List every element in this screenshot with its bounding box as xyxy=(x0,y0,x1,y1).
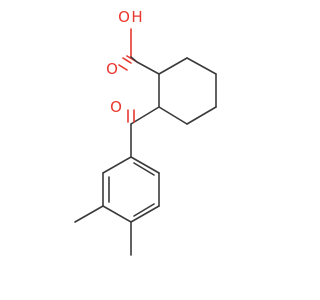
ketone-group: O xyxy=(110,98,160,158)
aromatic-double-bond xyxy=(133,162,155,176)
double-bond xyxy=(118,64,128,71)
carbonyl-oxygen-label: O xyxy=(106,60,118,78)
methyl-bond xyxy=(74,205,104,223)
cyclohexane-ring xyxy=(158,57,217,125)
bond xyxy=(130,156,160,174)
bond xyxy=(130,56,138,63)
carboxylic-acid-group: O O H xyxy=(106,8,160,78)
double-bond xyxy=(122,57,132,64)
molecule-structure-diagram: O O H O xyxy=(74,8,217,256)
aromatic-double-bond xyxy=(133,203,155,217)
hydroxyl-oxygen-label: O xyxy=(118,8,130,26)
bond xyxy=(158,57,188,75)
hydroxyl-hydrogen-label: H xyxy=(131,8,142,26)
benzene-ring xyxy=(102,156,160,223)
bond xyxy=(102,156,132,174)
bond xyxy=(158,106,188,125)
ketone-oxygen-label: O xyxy=(110,98,122,116)
bond xyxy=(130,106,160,125)
bond xyxy=(186,106,217,125)
bond xyxy=(136,61,160,75)
methyl-groups xyxy=(74,205,132,256)
bond xyxy=(102,205,132,223)
bond xyxy=(130,205,160,223)
bond xyxy=(186,57,217,75)
